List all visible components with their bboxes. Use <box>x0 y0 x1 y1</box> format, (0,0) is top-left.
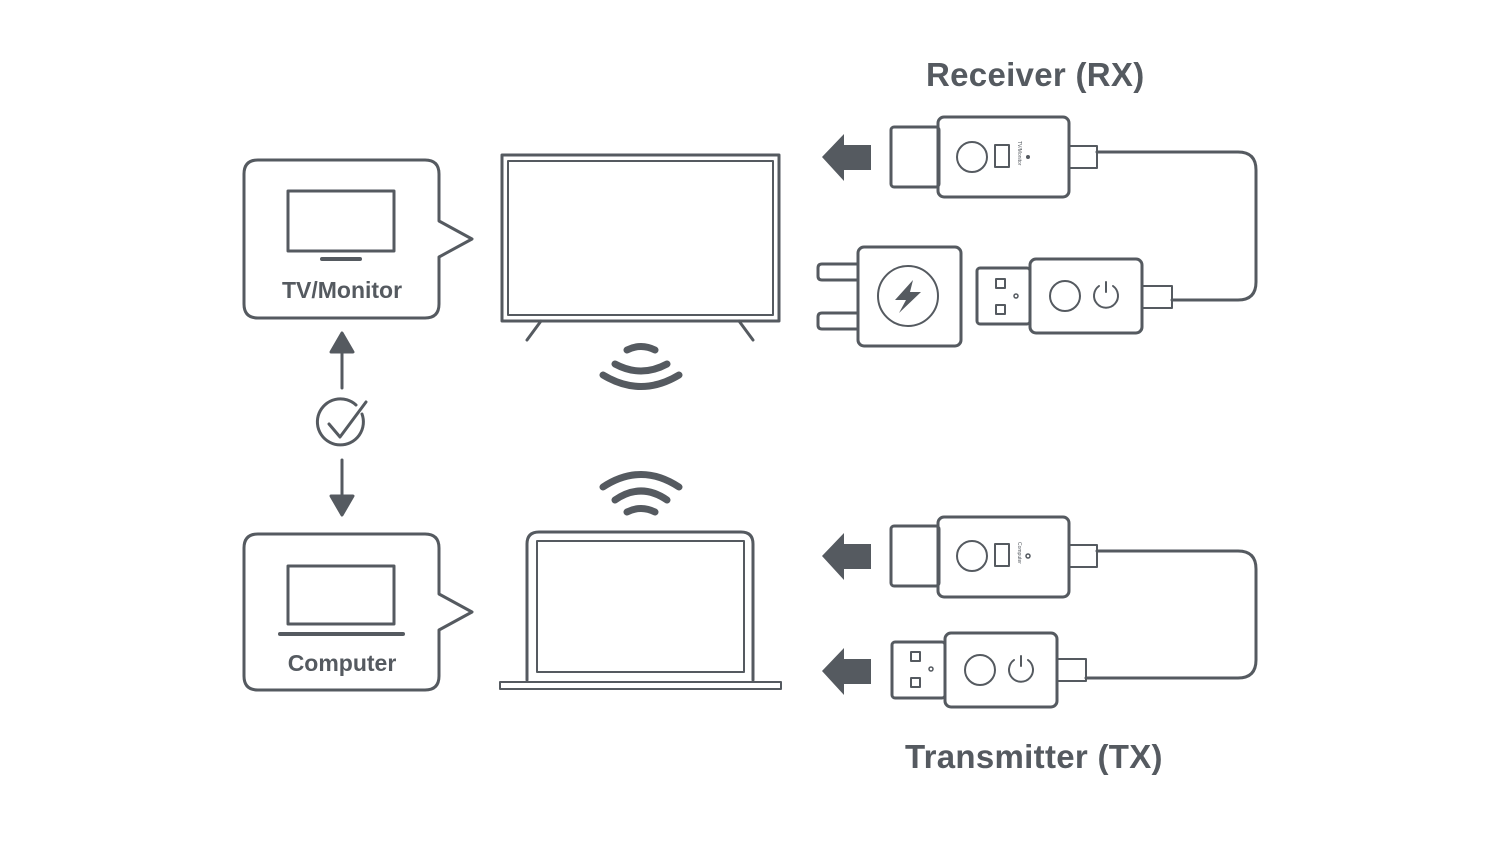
left-arrow-icon <box>822 134 871 181</box>
transmitter-usb-plug <box>822 631 1087 709</box>
tv-monitor-label: TV/Monitor <box>281 277 403 303</box>
receiver-device-label: TV/Monitor <box>1016 141 1022 166</box>
transmitter-title: Transmitter (TX) <box>905 738 1163 775</box>
left-arrow-icon <box>822 648 871 695</box>
power-icon <box>1093 281 1119 309</box>
computer-callout <box>242 532 474 692</box>
power-icon <box>1008 655 1034 683</box>
tv-monitor-callout <box>242 158 474 320</box>
lightning-icon <box>895 280 921 313</box>
power-adapter <box>816 245 963 348</box>
laptop <box>499 530 782 690</box>
computer-label: Computer <box>287 650 397 676</box>
receiver-title: Receiver (RX) <box>926 56 1145 93</box>
receiver-dongle: TV/Monitor <box>822 115 1258 302</box>
check-circle-icon <box>315 397 368 447</box>
wifi-icon <box>599 471 683 516</box>
laptop-icon <box>278 564 405 636</box>
tv-screen <box>500 153 781 342</box>
left-arrow-icon <box>822 533 871 580</box>
transmitter-device-label: Computer <box>1016 542 1022 564</box>
connection-arrows <box>329 331 355 517</box>
transmitter-dongle: Computer <box>822 515 1258 680</box>
monitor-icon <box>286 189 396 261</box>
wifi-icon <box>599 343 683 390</box>
receiver-usb-plug <box>975 257 1173 335</box>
